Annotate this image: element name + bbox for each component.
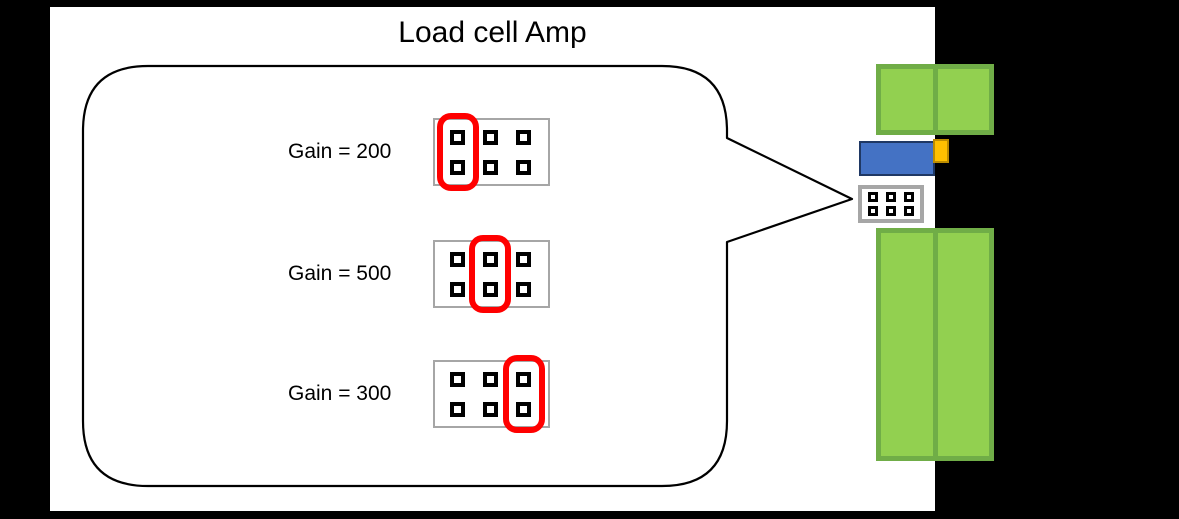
jumper-pin [483,372,498,387]
terminal-block-bottom [876,228,994,461]
gain-option-row: Gain = 500 [288,235,550,313]
jumper-pin [868,206,878,216]
jumper-pin [450,130,465,145]
jumper-block [433,360,550,428]
terminal-block-top [876,64,994,135]
jumper-pin [904,192,914,202]
jumper-pin [516,282,531,297]
jumper-pin [516,160,531,175]
jumper-pin [516,372,531,387]
page-title: Load cell Amp [398,16,587,49]
jumper-pin [886,192,896,202]
gain-option-row: Gain = 300 [288,355,550,433]
jumper-pin [450,252,465,267]
gain-label: Gain = 500 [288,262,392,285]
jumper-pin [868,192,878,202]
jumper-pin [904,206,914,216]
gain-label: Gain = 300 [288,382,392,405]
jumper-pin [483,130,498,145]
blue-component [859,141,935,176]
jumper-pin [483,402,498,417]
gain-option-row: Gain = 200 [288,113,550,191]
orange-component [933,139,949,163]
jumper-diagram [433,113,550,191]
jumper-pin [516,252,531,267]
jumper-pin [886,206,896,216]
terminal-cell [881,233,933,456]
terminal-cell [937,233,989,456]
jumper-pin [483,282,498,297]
jumper-pin [516,130,531,145]
jumper-pin [450,160,465,175]
selected-jumper-highlight [503,355,545,433]
gain-label: Gain = 200 [288,140,392,163]
jumper-pin [516,402,531,417]
jumper-diagram [433,355,550,433]
jumper-pin [450,282,465,297]
terminal-cell [881,69,933,130]
terminal-cell [937,69,989,130]
selected-jumper-highlight [437,113,479,191]
jumper-block [433,240,550,308]
jumper-pin [483,160,498,175]
jumper-pin [483,252,498,267]
board-jumper-header [858,185,924,223]
jumper-pin [450,402,465,417]
jumper-block [433,118,550,186]
jumper-pin [450,372,465,387]
selected-jumper-highlight [469,235,511,313]
jumper-diagram [433,235,550,313]
